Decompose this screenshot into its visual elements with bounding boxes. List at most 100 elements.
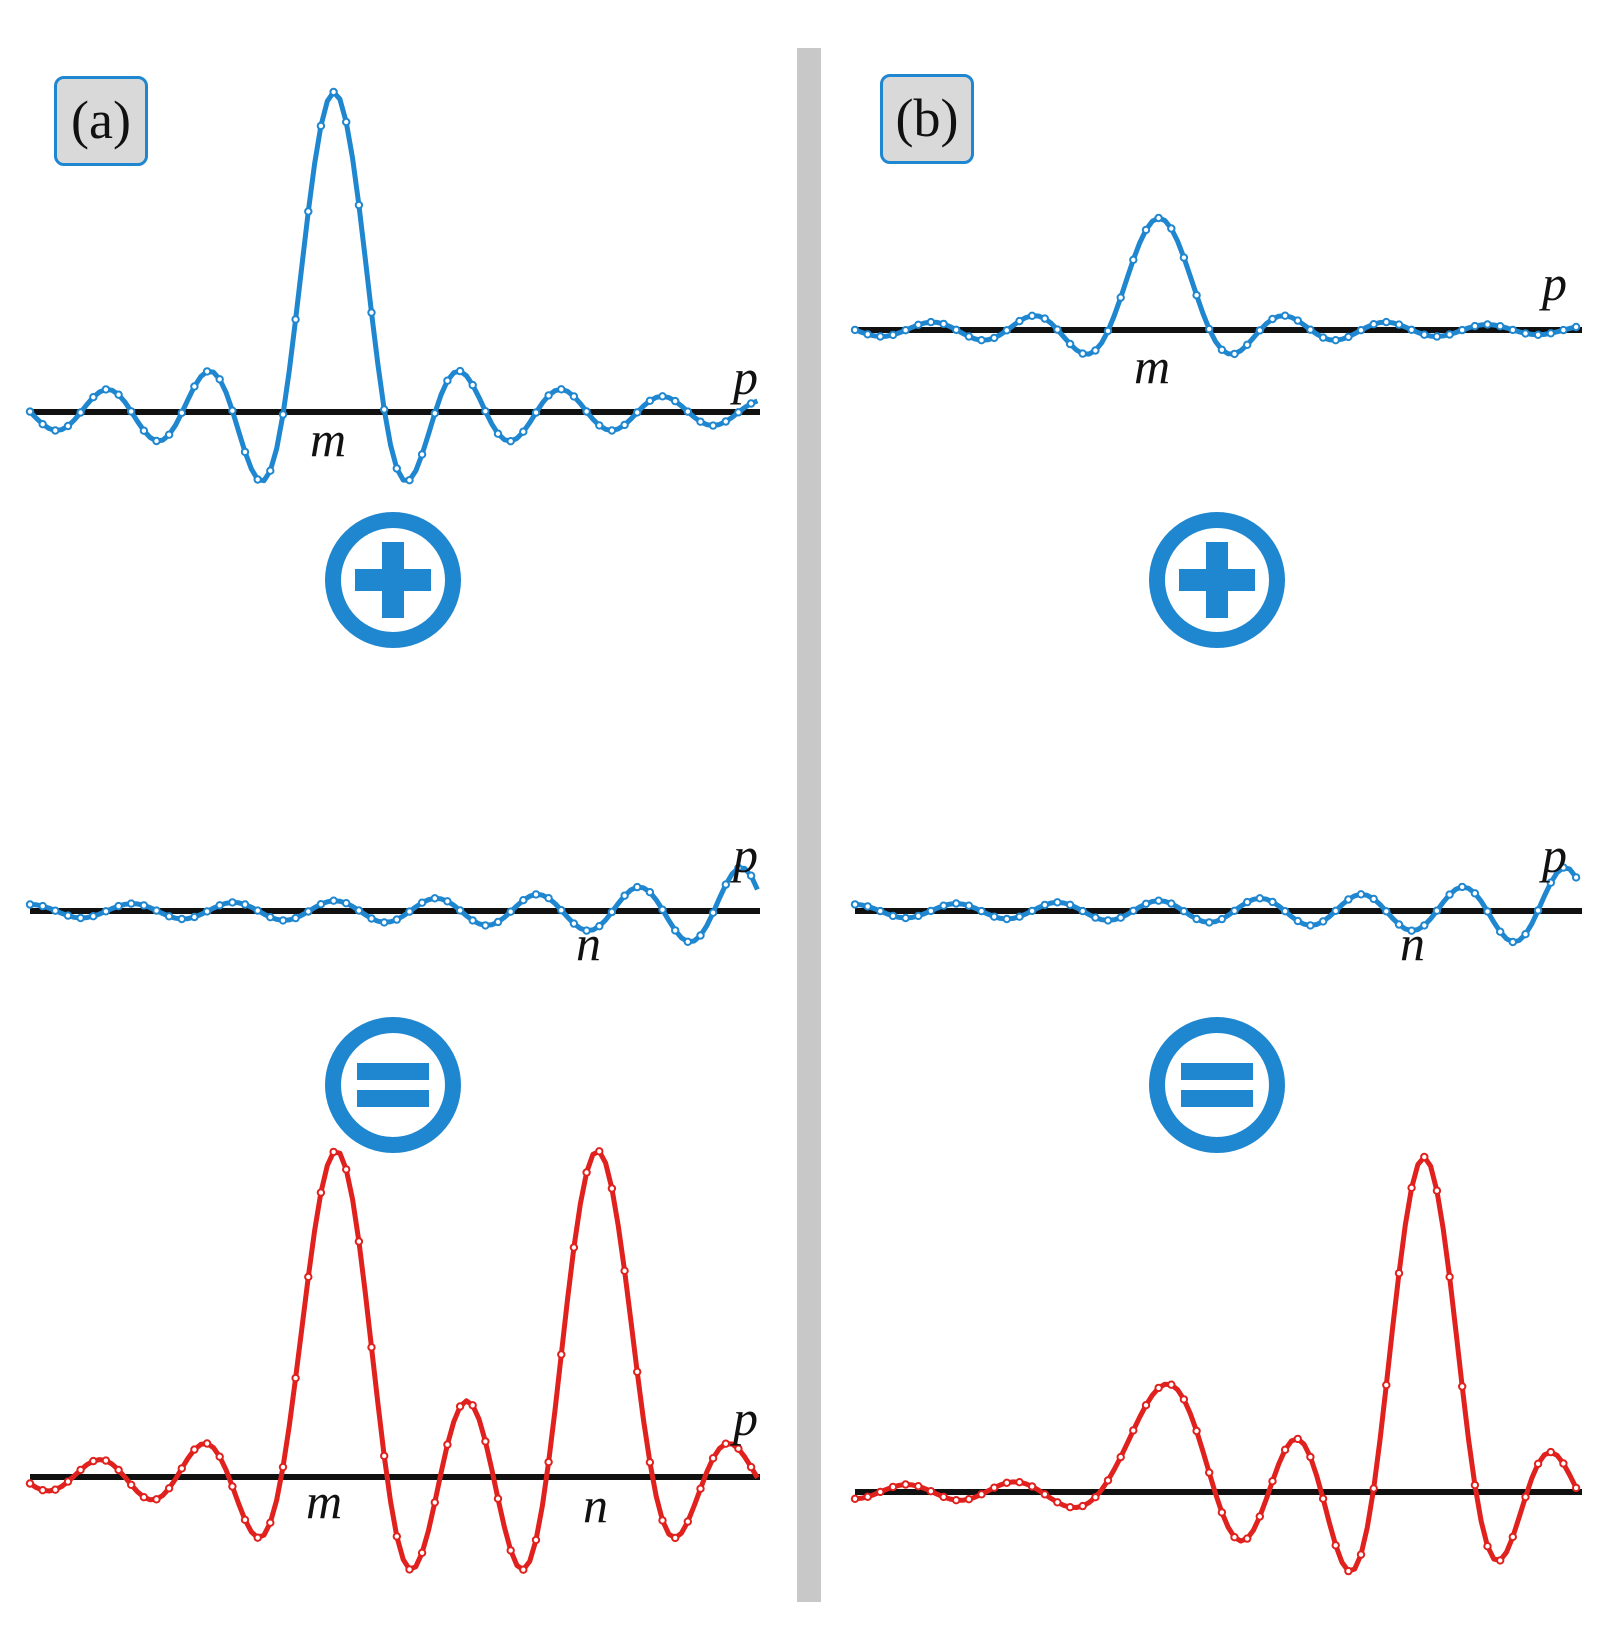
sample-point xyxy=(683,937,692,946)
sample-point xyxy=(1230,1533,1239,1542)
sample-point xyxy=(746,871,756,880)
sample-point xyxy=(430,409,439,418)
sample-point xyxy=(25,900,35,909)
sample-point xyxy=(1091,913,1100,922)
sample-point xyxy=(888,330,898,340)
sample-point xyxy=(939,901,948,910)
sample-point xyxy=(1344,895,1353,904)
sample-point xyxy=(939,1492,948,1502)
sample-point xyxy=(645,888,655,897)
sample-point xyxy=(531,408,541,417)
equals-in-circle-icon xyxy=(1149,1017,1285,1153)
sample-point xyxy=(392,1532,401,1541)
axis-label-p: p xyxy=(730,1390,758,1446)
sample-point xyxy=(1255,894,1265,903)
sample-point xyxy=(1496,927,1505,936)
sample-point xyxy=(1458,325,1467,335)
sample-point xyxy=(734,408,743,417)
sample-point xyxy=(1407,926,1416,935)
sample-point xyxy=(1065,900,1075,909)
sample-point xyxy=(876,906,885,916)
sample-point xyxy=(1470,1480,1480,1490)
sample-point xyxy=(1445,1272,1454,1282)
sample-point xyxy=(658,392,667,401)
sample-point xyxy=(127,1480,136,1490)
sample-point xyxy=(582,926,591,935)
sample-point xyxy=(1344,1566,1353,1576)
sample-point xyxy=(1559,863,1568,872)
sample-point xyxy=(1356,890,1366,899)
sample-point xyxy=(1154,213,1163,223)
sample-point xyxy=(481,407,490,416)
axis-label-p: p xyxy=(730,827,758,883)
sample-point xyxy=(607,426,617,435)
sample-point xyxy=(392,464,401,473)
sample-point xyxy=(1230,906,1239,915)
sample-point xyxy=(1571,1483,1581,1493)
curve-a-middle xyxy=(25,863,760,946)
sample-point xyxy=(152,906,161,915)
sample-point xyxy=(25,1479,35,1488)
sample-point xyxy=(1015,1478,1024,1487)
sample-point xyxy=(89,1456,98,1466)
sample-point xyxy=(1508,325,1518,335)
sample-point xyxy=(633,408,642,417)
sample-point xyxy=(405,476,414,485)
sample-point xyxy=(1533,1459,1543,1469)
sample-point xyxy=(990,1483,999,1492)
sample-point xyxy=(557,1350,566,1359)
sample-point xyxy=(152,1495,161,1504)
sample-point xyxy=(1027,311,1037,320)
sample-point xyxy=(952,1496,961,1505)
sample-point xyxy=(1129,906,1138,915)
sample-point xyxy=(1546,878,1556,887)
sample-point xyxy=(708,1454,718,1463)
sample-point xyxy=(1179,907,1189,916)
sample-point xyxy=(1053,1498,1062,1507)
sample-point xyxy=(1344,332,1353,342)
sample-point xyxy=(1027,1482,1037,1491)
curve-a-sum xyxy=(25,1147,760,1574)
sample-point xyxy=(329,87,338,97)
sample-point xyxy=(1205,1468,1214,1477)
sample-point xyxy=(316,900,326,909)
sample-point xyxy=(152,436,161,446)
sample-point xyxy=(468,916,477,925)
sample-point xyxy=(1382,317,1391,327)
sample-point xyxy=(1091,1493,1100,1502)
sample-point xyxy=(1369,1484,1378,1493)
sample-point xyxy=(380,918,389,927)
sample-point xyxy=(127,407,136,416)
sample-point xyxy=(863,330,872,339)
sample-point xyxy=(1167,899,1176,908)
sample-point xyxy=(417,450,427,459)
sample-point xyxy=(468,380,477,390)
sample-point xyxy=(1306,921,1315,930)
sample-point xyxy=(1129,1426,1138,1435)
sample-point xyxy=(1065,1503,1075,1512)
sample-point xyxy=(708,908,718,917)
signal-line xyxy=(28,1148,760,1573)
signal-line xyxy=(854,1154,1579,1574)
sample-point xyxy=(430,894,439,903)
sample-point xyxy=(253,906,262,915)
sample-point xyxy=(519,427,528,436)
sample-point xyxy=(455,366,465,376)
sample-point xyxy=(1432,906,1442,915)
sample-point xyxy=(746,1462,756,1472)
sample-point xyxy=(1116,1452,1125,1462)
sample-point xyxy=(645,1458,655,1467)
sample-point xyxy=(671,396,680,406)
sample-point xyxy=(888,911,898,921)
sample-point xyxy=(964,901,974,910)
sample-point xyxy=(1559,325,1568,335)
sample-point xyxy=(228,898,237,907)
sample-point xyxy=(506,907,515,916)
sample-point xyxy=(1078,349,1087,358)
sample-point xyxy=(519,1565,528,1574)
sample-point xyxy=(1533,906,1543,915)
panel-label-a: (a) xyxy=(54,76,148,166)
axis-label-p: p xyxy=(1539,255,1567,311)
sample-point xyxy=(1407,1183,1416,1193)
sample-point xyxy=(1040,900,1050,910)
